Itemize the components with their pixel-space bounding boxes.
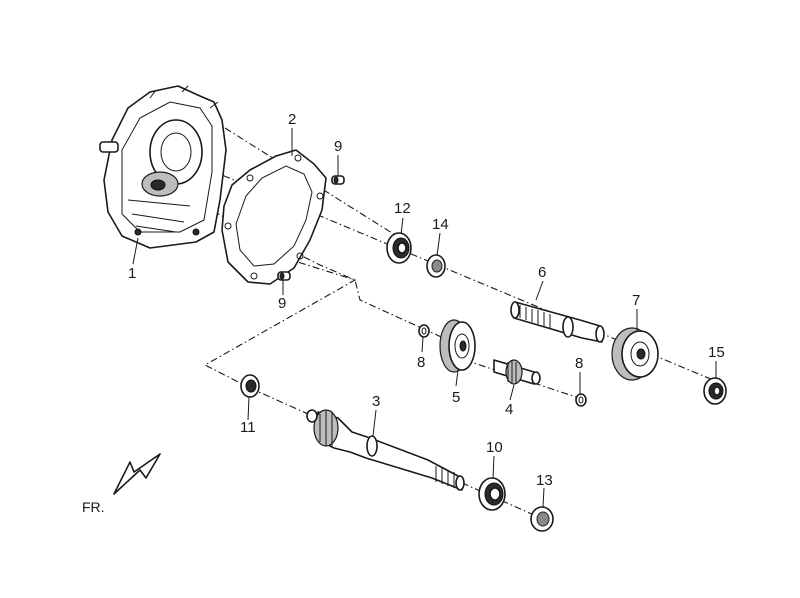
- callout-6: 6: [538, 264, 546, 281]
- part-12-oil-seal[interactable]: [386, 232, 412, 264]
- callout-labels: 1 2 3 4 5 6 7 8 8 9 9 10 11 12 13 14 15: [128, 111, 725, 489]
- callout-3: 3: [372, 393, 380, 410]
- leader-lines: [132, 128, 717, 508]
- callout-12: 12: [394, 200, 411, 217]
- callout-8-left: 8: [417, 354, 425, 371]
- callout-15: 15: [708, 344, 725, 361]
- part-5-drive-gear[interactable]: [439, 319, 476, 373]
- callout-10: 10: [486, 439, 503, 456]
- callout-5: 5: [452, 389, 460, 406]
- part-14-washer[interactable]: [426, 254, 446, 278]
- part-3-drive-shaft[interactable]: [306, 409, 465, 491]
- part-4-pinion-shaft[interactable]: [493, 359, 541, 385]
- callout-14: 14: [432, 216, 449, 233]
- part-6-countershaft[interactable]: [510, 301, 605, 343]
- part-10-bearing[interactable]: [478, 477, 506, 511]
- callout-8-right: 8: [575, 355, 583, 372]
- callout-1: 1: [128, 265, 136, 282]
- part-2-gasket[interactable]: [221, 149, 327, 285]
- front-arrow-icon: [113, 453, 161, 495]
- callout-2: 2: [288, 111, 296, 128]
- callout-11: 11: [240, 419, 256, 436]
- callout-9-lower: 9: [278, 295, 286, 312]
- front-direction-indicator: FR.: [82, 453, 161, 515]
- part-8-circlip-left[interactable]: [418, 324, 430, 338]
- part-9-dowel-pin-lower[interactable]: [277, 271, 291, 281]
- part-13-washer[interactable]: [530, 506, 554, 532]
- part-1-transmission-case[interactable]: [99, 85, 227, 249]
- part-11-oil-seal[interactable]: [240, 374, 260, 398]
- callout-4: 4: [505, 401, 513, 418]
- part-15-oil-seal[interactable]: [703, 377, 727, 405]
- part-8-circlip-right[interactable]: [575, 393, 587, 407]
- part-9-dowel-pin-upper[interactable]: [331, 175, 345, 185]
- callout-13: 13: [536, 472, 553, 489]
- front-direction-label: FR.: [82, 499, 105, 515]
- part-7-final-gear[interactable]: [611, 327, 659, 381]
- callout-9-upper: 9: [334, 138, 342, 155]
- callout-7: 7: [632, 292, 640, 309]
